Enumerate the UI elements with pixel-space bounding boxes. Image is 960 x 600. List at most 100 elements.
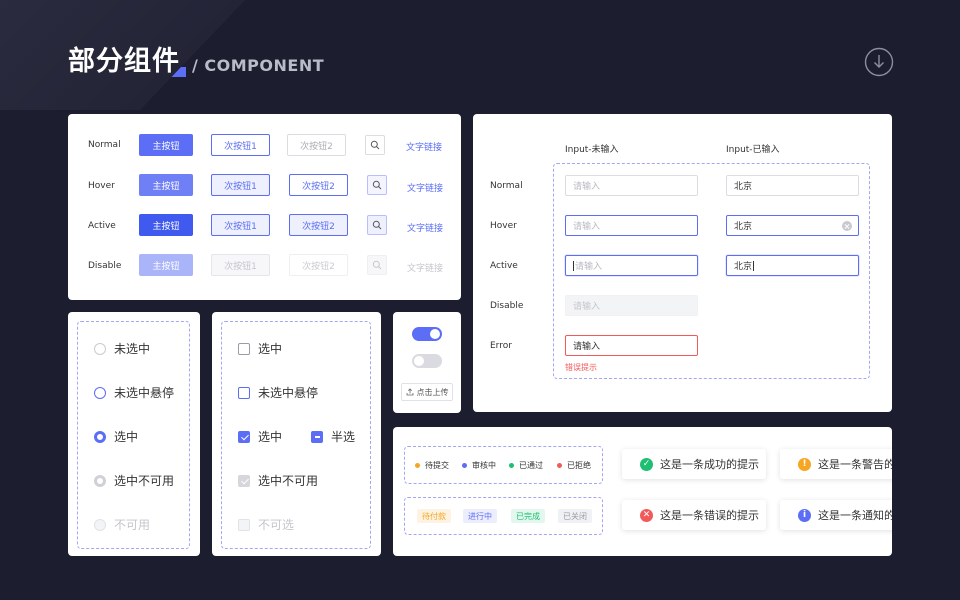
input-state-error-label: Error [490,341,512,351]
tags-dashed-frame [404,497,603,535]
tag-in-progress: 进行中 [463,509,497,523]
search-icon [372,180,382,190]
status-label: 审核中 [472,461,496,470]
input-filled-normal[interactable]: 北京 [726,175,859,196]
radio-label: 未选中悬停 [114,386,175,400]
checkbox-label: 未选中悬停 [258,386,319,400]
secondary2-button-active[interactable]: 次按钮2 [289,214,348,236]
checkbox-label: 选中 [258,430,283,444]
input-filled-hover-value: 北京 [734,222,753,232]
checkbox-icon [238,342,250,355]
switch-off[interactable] [412,354,442,368]
button-state-normal-label: Normal [88,140,121,150]
primary-button-disabled: 主按钮 [139,254,193,276]
checkbox-indeterminate[interactable]: 半选 [311,428,355,445]
checkbox-card: 选中 未选中悬停 选中 半选 选中不可用 不可选 [212,312,381,556]
tag-completed: 已完成 [511,509,545,523]
status-reviewing: 审核中 [462,460,496,471]
checkbox-checked[interactable]: 选中 [238,428,282,445]
radio-unselected-hover[interactable]: 未选中悬停 [94,384,174,401]
secondary2-button-normal[interactable]: 次按钮2 [287,134,346,156]
status-dot [415,463,420,468]
radio-label: 选中 [114,430,139,444]
secondary1-button-disabled: 次按钮1 [211,254,270,276]
search-button-active[interactable] [367,215,387,235]
input-error-tip: 错误提示 [565,363,597,372]
primary-button-active[interactable]: 主按钮 [139,214,193,236]
checkbox-disabled: 不可选 [238,516,294,533]
toast-text: 这是一条错误的提示 [660,509,759,522]
toast-error: ✕ 这是一条错误的提示 [622,500,766,530]
checkbox-checked-icon [238,430,250,443]
secondary2-button-hover[interactable]: 次按钮2 [289,174,348,196]
download-icon[interactable] [864,47,894,77]
button-state-active-label: Active [88,221,116,231]
status-rejected: 已拒绝 [557,460,591,471]
text-caret [753,260,755,271]
status-dot [509,463,514,468]
secondary1-button-normal[interactable]: 次按钮1 [211,134,270,156]
button-state-hover-label: Hover [88,181,115,191]
checkbox-label: 不可选 [258,518,295,532]
input-empty-active[interactable]: 请输入 [565,255,698,276]
radio-checked-icon [94,474,106,487]
primary-button-hover[interactable]: 主按钮 [139,174,193,196]
checkbox-checked-disabled: 选中不可用 [238,472,318,489]
radio-circle-icon [94,518,106,531]
input-empty-disabled: 请输入 [565,295,698,316]
radio-selected[interactable]: 选中 [94,428,138,445]
checkbox-indeterminate-icon [311,430,323,443]
text-link-active[interactable]: 文字链接 [407,224,444,234]
cross-icon: ✕ [640,508,653,522]
status-dot [462,463,467,468]
radio-label: 选中不可用 [114,474,175,488]
check-icon: ✓ [640,457,653,471]
checkbox-label: 选中 [258,342,283,356]
switch-knob [430,329,440,339]
status-label: 已拒绝 [567,461,591,470]
radio-checked-icon [94,430,106,443]
checkbox-unchecked-hover[interactable]: 未选中悬停 [238,384,318,401]
search-icon [372,260,382,270]
inputs-card: Input-未输入 Input-已输入 Normal 请输入 北京 Hover … [473,114,892,412]
primary-button-normal[interactable]: 主按钮 [139,134,193,156]
text-caret [573,260,574,271]
input-state-hover-label: Hover [490,221,517,231]
page-title: 部分组件 [68,46,186,77]
upload-button[interactable]: 点击上传 [401,383,453,401]
buttons-card: Normal 主按钮 次按钮1 次按钮2 文字链接 Hover 主按钮 次按钮1… [68,114,461,300]
checkbox-dashed-frame [221,321,371,549]
search-button-hover[interactable] [367,175,387,195]
checkbox-label: 选中不可用 [258,474,319,488]
secondary1-button-active[interactable]: 次按钮1 [211,214,270,236]
search-icon [370,140,380,150]
text-link-normal[interactable]: 文字链接 [406,143,443,153]
radio-unselected[interactable]: 未选中 [94,340,150,357]
info-icon: i [798,508,811,522]
switch-on[interactable] [412,327,442,341]
input-empty-active-placeholder: 请输入 [575,262,603,272]
input-empty-normal[interactable]: 请输入 [565,175,698,196]
input-error[interactable]: 请输入 [565,335,698,356]
page-subtitle: / COMPONENT [192,56,325,75]
input-empty-hover[interactable]: 请输入 [565,215,698,236]
search-icon [372,220,382,230]
input-state-active-label: Active [490,261,518,271]
clear-icon[interactable] [842,221,852,231]
status-dot [557,463,562,468]
checkbox-unchecked[interactable]: 选中 [238,340,282,357]
input-state-normal-label: Normal [490,181,523,191]
column-header-empty: Input-未输入 [565,145,619,155]
input-filled-active[interactable]: 北京 [726,255,859,276]
toast-warning: !这是一条警告的提示 [780,449,892,479]
secondary1-button-hover[interactable]: 次按钮1 [211,174,270,196]
search-button-normal[interactable] [365,135,385,155]
status-label: 待提交 [425,461,449,470]
text-link-hover[interactable]: 文字链接 [407,184,444,194]
toast-text: 这是一条成功的提示 [660,458,759,471]
radio-label: 未选中 [114,342,151,356]
column-header-filled: Input-已输入 [726,145,780,155]
input-filled-hover[interactable]: 北京 [726,215,859,236]
inputs-dashed-frame [553,163,870,379]
button-state-disable-label: Disable [88,261,122,271]
